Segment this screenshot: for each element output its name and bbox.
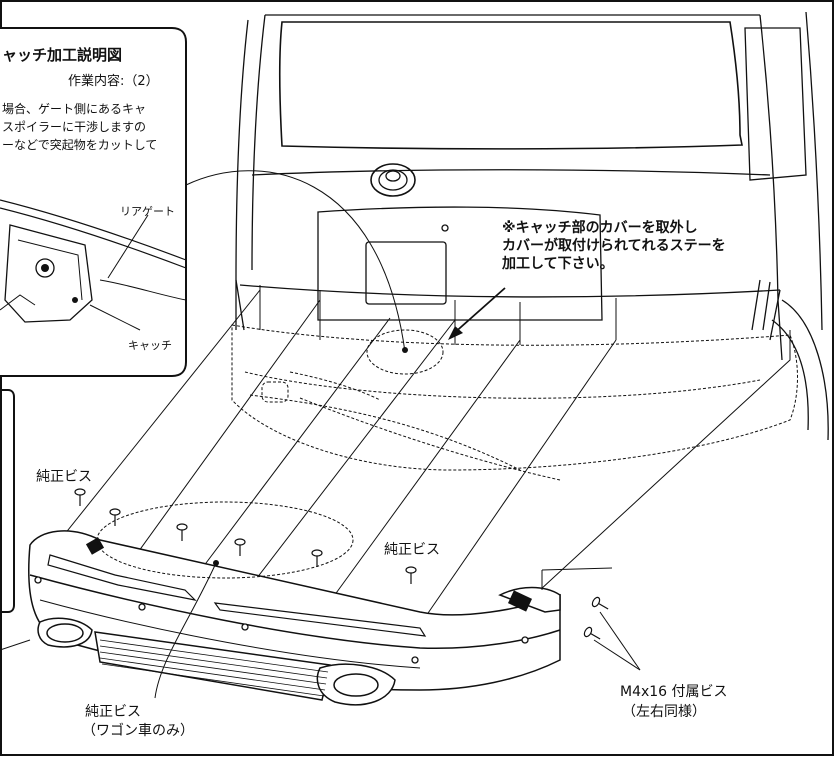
label-genuine-screw-left: 純正ビス bbox=[36, 469, 92, 485]
note-arrowhead bbox=[448, 326, 463, 340]
inset-connector bbox=[185, 170, 406, 353]
diffuser-lines bbox=[99, 639, 329, 697]
screw-icon bbox=[234, 538, 246, 556]
van-body bbox=[235, 11, 829, 441]
screw-icon bbox=[109, 508, 121, 526]
label-rear-gate: リアゲート bbox=[120, 205, 175, 218]
new-rear-bumper bbox=[28, 530, 561, 706]
original-bumper-dashed bbox=[231, 324, 798, 481]
screw-icon bbox=[176, 523, 188, 541]
note-line-2: カバーが取付けられてれるステーを bbox=[502, 238, 726, 254]
screw-icon bbox=[591, 596, 609, 610]
side-clip-left bbox=[85, 537, 105, 555]
note-line-3: 加工して下さい。 bbox=[502, 256, 614, 272]
inset-callout bbox=[0, 27, 187, 377]
inset-subtitle: 作業内容:（2） bbox=[68, 74, 159, 89]
note-arrow bbox=[451, 287, 506, 336]
screw-icon bbox=[311, 549, 323, 567]
screw-icon bbox=[583, 626, 601, 640]
inset-title: ャッチ加工説明図 bbox=[2, 46, 123, 64]
label-wagon-only: （ワゴン車のみ） bbox=[82, 723, 194, 739]
label-m4-screw: M4x16 付属ビス bbox=[620, 684, 728, 700]
screw-icon bbox=[405, 566, 417, 584]
side-box bbox=[0, 389, 15, 613]
inset-body-line-1: 場合、ゲート側にあるキャ bbox=[2, 102, 147, 116]
plate-reference-lines bbox=[259, 285, 617, 345]
bumper-holes bbox=[34, 576, 529, 664]
inset-body-line-3: ーなどで突起物をカットして bbox=[2, 138, 158, 152]
side-clip-right bbox=[507, 590, 533, 612]
projection-lines bbox=[47, 289, 791, 633]
label-genuine-screw-bottom: 純正ビス bbox=[85, 704, 141, 720]
screws bbox=[74, 488, 609, 640]
screw-icon bbox=[74, 488, 86, 506]
inset-body-line-2: スポイラーに干渉しますの bbox=[2, 120, 147, 134]
screw-group-outline bbox=[96, 501, 354, 579]
label-leaders bbox=[0, 562, 641, 699]
label-both-sides: （左右同様） bbox=[622, 704, 706, 720]
label-genuine-screw-center: 純正ビス bbox=[384, 542, 440, 558]
note-line-1: ※キャッチ部のカバーを取外し bbox=[502, 220, 698, 236]
label-catch: キャッチ bbox=[128, 339, 172, 352]
